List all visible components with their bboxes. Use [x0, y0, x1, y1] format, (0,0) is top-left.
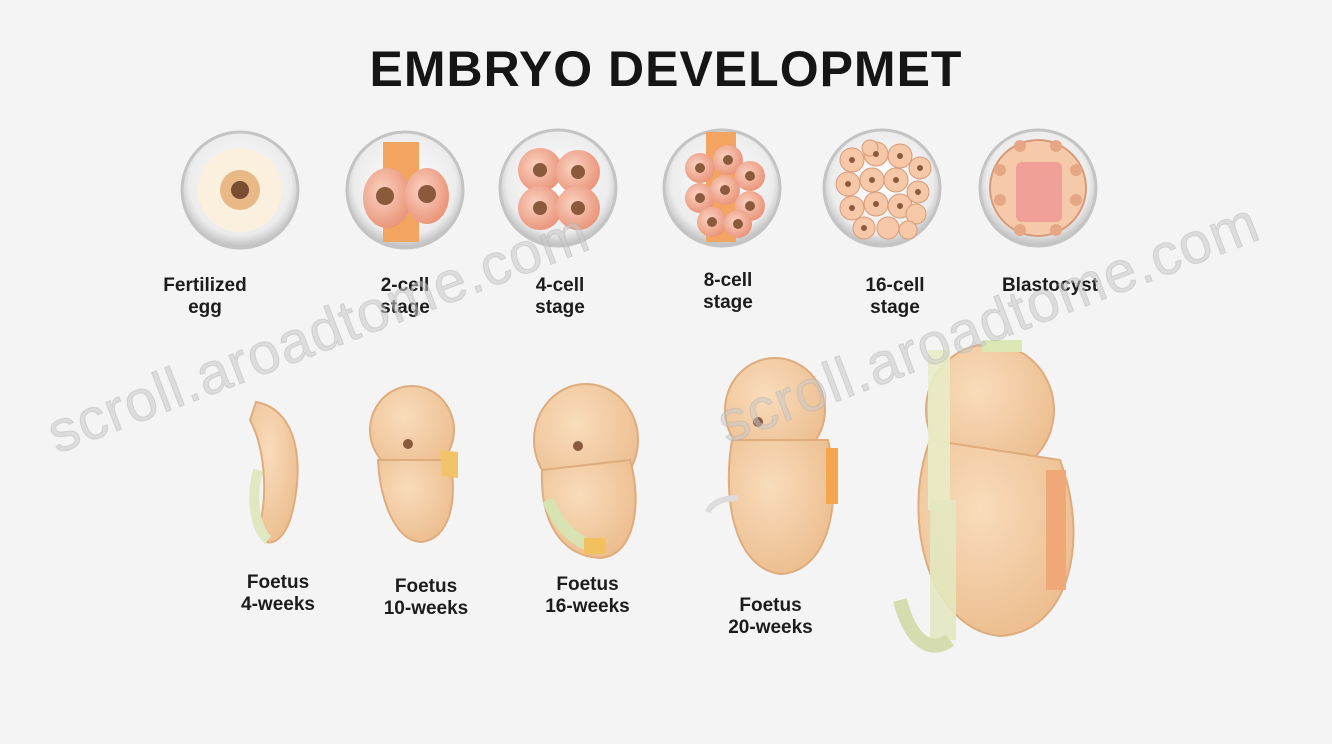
foetus-full-term-icon — [900, 340, 1074, 646]
eight-cell-icon — [664, 130, 780, 246]
fertilized-egg-icon — [182, 132, 298, 248]
foetus-4-weeks-icon — [250, 402, 298, 542]
blastocyst-icon — [980, 130, 1096, 246]
foetus-10-weeks-icon — [370, 386, 458, 542]
foetus-16-weeks-icon — [534, 384, 638, 558]
two-cell-icon — [347, 132, 463, 248]
sixteen-cell-icon — [824, 130, 940, 246]
